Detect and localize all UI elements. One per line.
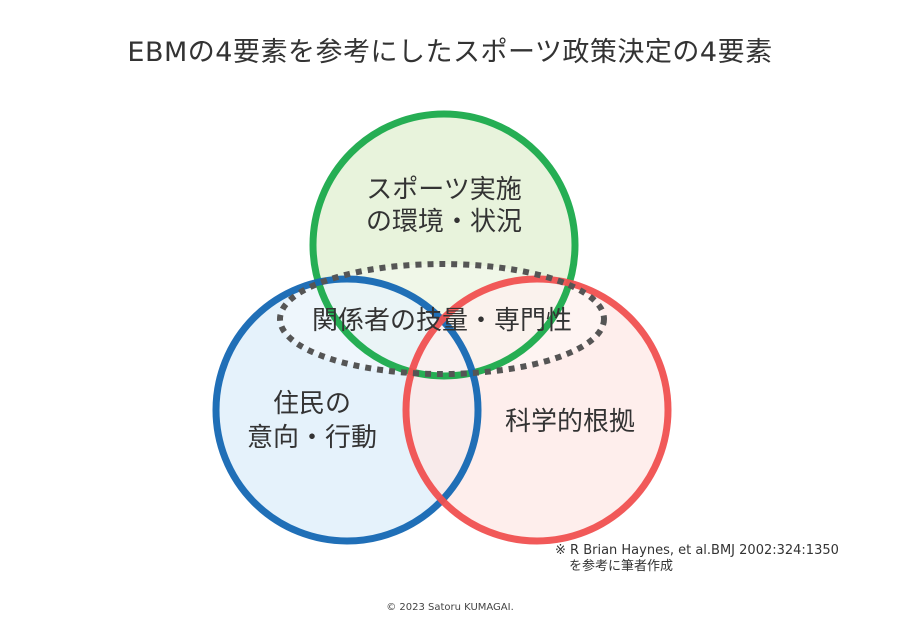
citation-line1: ※ R Brian Haynes, et al.BMJ 2002:324:135… (555, 543, 839, 558)
center-oval-outline (277, 261, 607, 377)
circle-right-label: 科学的根拠 (505, 407, 635, 437)
citation-note: ※ R Brian Haynes, et al.BMJ 2002:324:135… (555, 543, 839, 575)
circle-left-label-line2: 意向・行動 (247, 423, 377, 453)
circle-left-outline (212, 275, 482, 545)
circle-top-outline (309, 110, 579, 380)
circle-top-label-line1: スポーツ実施 (366, 175, 521, 205)
circle-left-fill (216, 279, 478, 541)
circle-right-outline (402, 275, 672, 545)
circle-left-label-line1: 住民の (273, 389, 351, 419)
circle-right-fill (406, 279, 668, 541)
page-title: EBMの4要素を参考にしたスポーツ政策決定の4要素 (127, 37, 773, 68)
copyright-notice: © 2023 Satoru KUMAGAI. (386, 602, 514, 613)
circle-top-label-line2: の環境・状況 (366, 207, 522, 237)
citation-line2: を参考に筆者作成 (569, 559, 674, 574)
center-oval-label: 関係者の技量・専門性 (312, 306, 572, 336)
